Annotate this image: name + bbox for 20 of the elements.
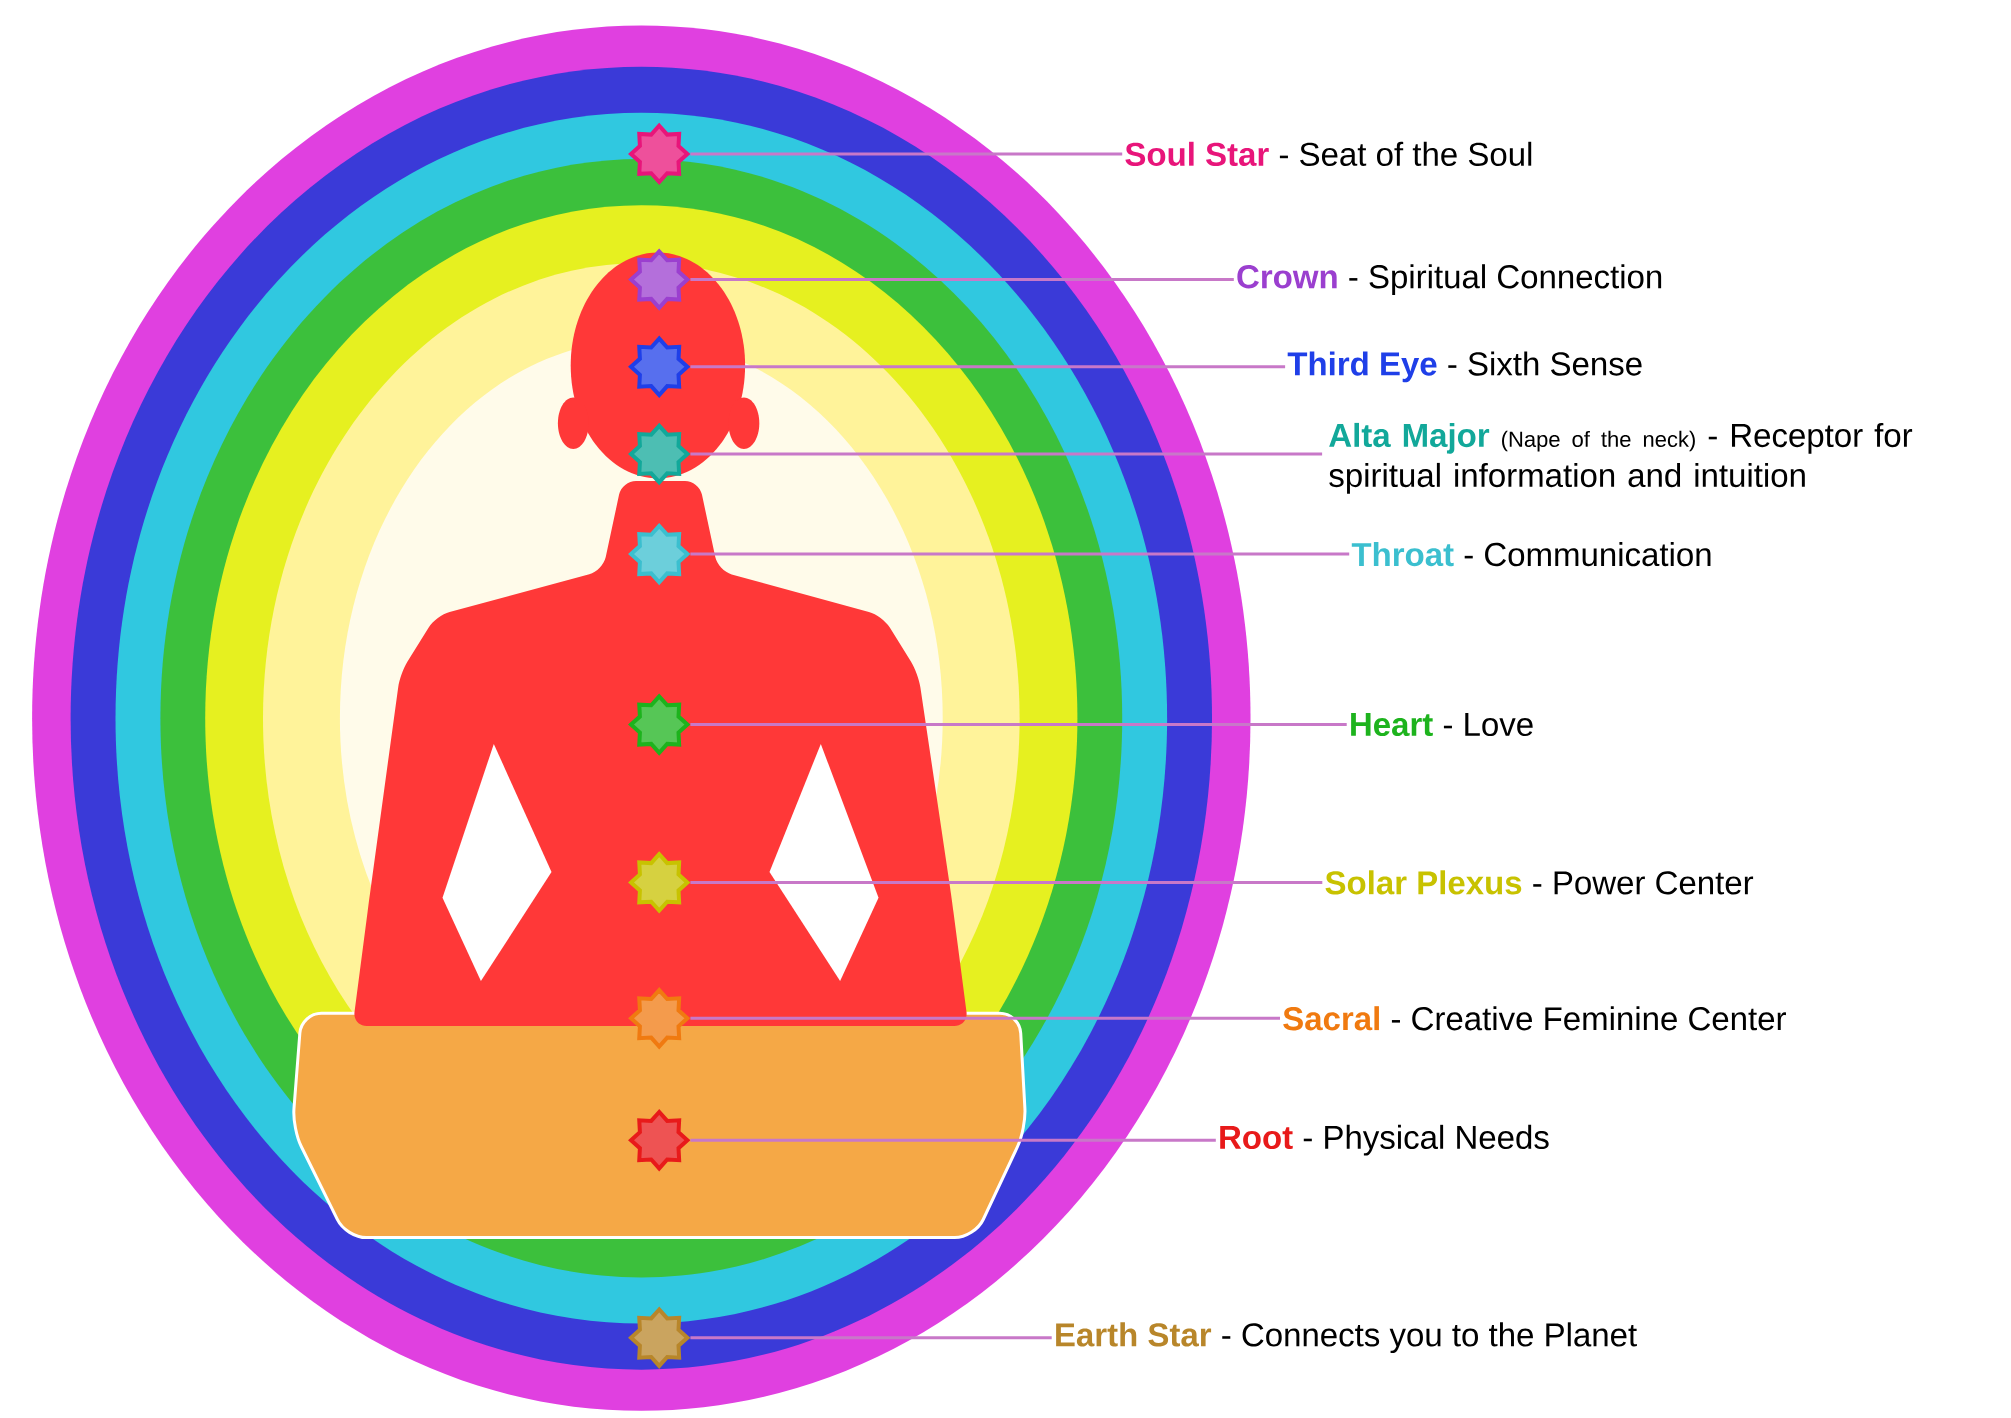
leader-line	[690, 365, 1286, 369]
chakra-label: Crown - Spiritual Connection	[1237, 264, 1662, 295]
leader-line	[690, 152, 1123, 156]
leader-line	[690, 880, 1323, 884]
chakra-label: Heart - Love	[1351, 713, 1533, 737]
leader-line	[690, 1016, 1280, 1020]
chakra-label: Throat - Communication	[1351, 542, 1711, 567]
leader-line	[690, 1336, 1052, 1340]
leader-line	[690, 278, 1234, 282]
leader-line	[690, 723, 1347, 727]
leader-line	[690, 1138, 1216, 1142]
chakra-label: Soul Star - Seat of the Soul	[1125, 141, 1532, 166]
chakra-label: Sacral - Creative Feminine Center	[1283, 1006, 1786, 1031]
chakra-label: Solar Plexus - Power Center	[1325, 870, 1754, 895]
leader-line	[690, 552, 1350, 556]
chakra-label: Earth Star - Connects you to the Planet	[1056, 1322, 1637, 1354]
leader-line	[690, 452, 1323, 456]
chakra-label: Root - Physical Needs	[1220, 1124, 1549, 1156]
chakra-label: Alta Major (Nape of the neck) - Receptor for spiritual information and intuition	[1329, 422, 1913, 494]
chakra-label: Third Eye - Sixth Sense	[1287, 351, 1642, 383]
